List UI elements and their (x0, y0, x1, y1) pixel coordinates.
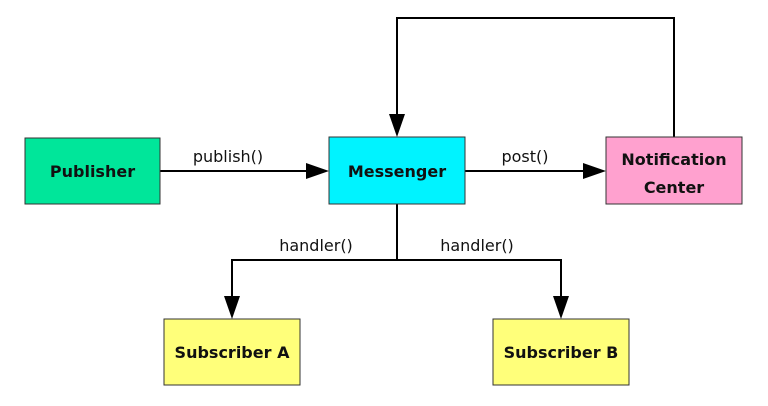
edge-post-label: post() (501, 147, 548, 166)
edge-handler-a-label: handler() (279, 236, 353, 255)
edge-publish-arrowhead (306, 163, 329, 179)
edge-handler-a-line (231, 259, 397, 300)
node-messenger: Messenger (328, 136, 466, 205)
node-subscriber-a-box (163, 318, 301, 386)
node-subscriber-a: Subscriber A (163, 318, 301, 386)
node-messenger-box (328, 136, 466, 205)
edge-feedback-arrowhead (389, 114, 405, 137)
edge-publish-label: publish() (193, 147, 263, 166)
edge-post-arrowhead (583, 163, 606, 179)
node-publisher: Publisher (24, 137, 161, 205)
edge-handler-b-arrowhead (553, 296, 569, 319)
node-subscriber-b: Subscriber B (492, 318, 630, 386)
node-messenger-label: Messenger (348, 162, 446, 181)
node-subscriber-b-label: Subscriber B (504, 343, 619, 362)
node-publisher-label: Publisher (50, 162, 135, 181)
node-notification-center-label-line2: Center (644, 178, 704, 197)
node-subscriber-b-box (492, 318, 630, 386)
nodes: Publisher Messenger Notification Center … (24, 136, 743, 386)
edge-feedback-line (396, 17, 675, 137)
node-notification-center-box (605, 136, 743, 205)
edges: publish() post() handler() handler() (160, 17, 675, 319)
node-notification-center: Notification Center (605, 136, 743, 205)
edge-handler-b-line (397, 259, 562, 300)
node-publisher-box (24, 137, 161, 205)
edge-handler-a-arrowhead (224, 296, 240, 319)
node-subscriber-a-label: Subscriber A (175, 343, 291, 362)
node-notification-center-label-line1: Notification (621, 150, 726, 169)
edge-handler-b-label: handler() (440, 236, 514, 255)
